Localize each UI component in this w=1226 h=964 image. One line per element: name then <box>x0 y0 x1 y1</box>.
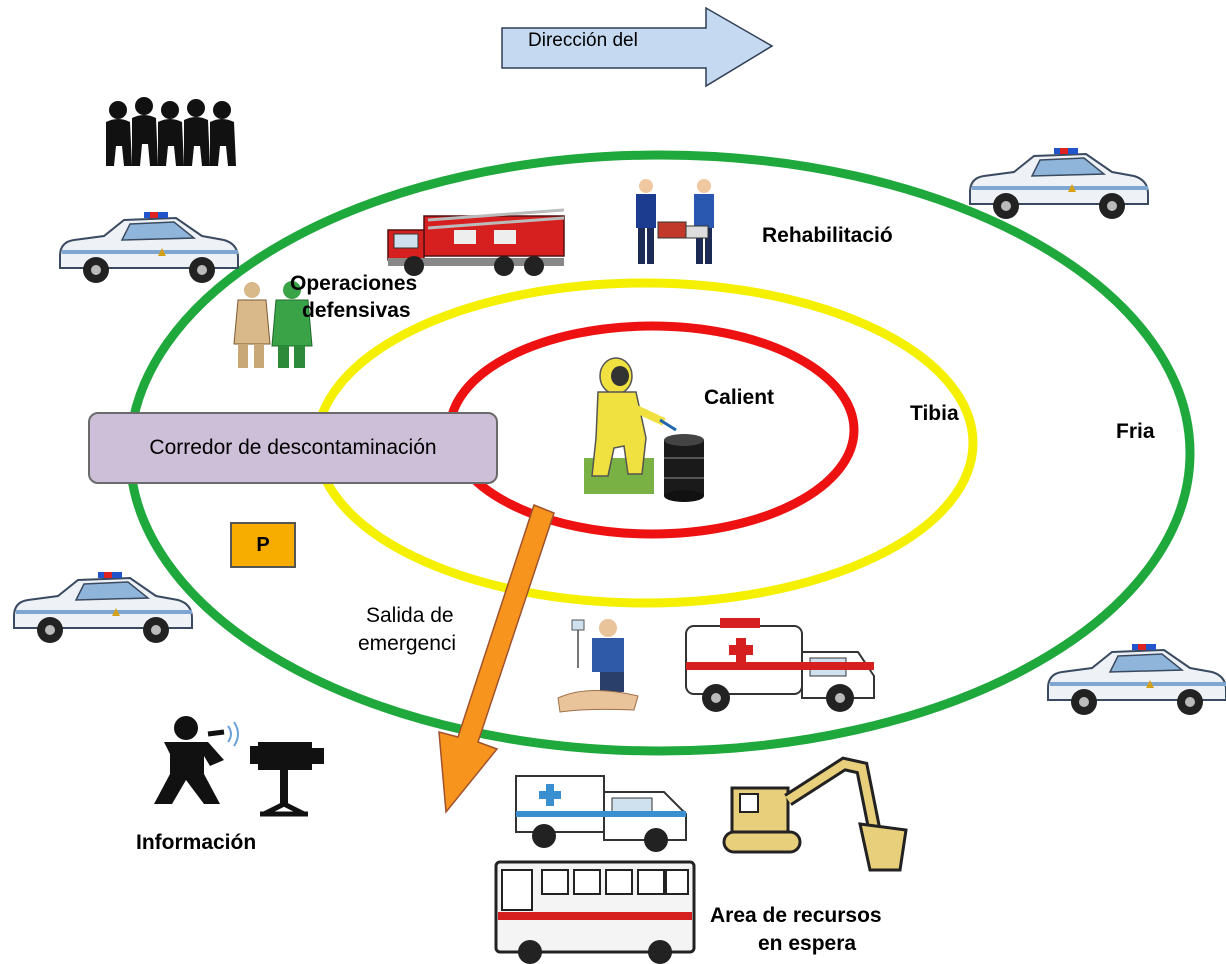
wind-direction-arrow <box>501 6 774 88</box>
parking-label: P <box>256 533 270 556</box>
defensive-ops-label-line2: defensivas <box>302 299 411 322</box>
barrel-icon <box>664 434 704 502</box>
decon-corridor-label: Corredor de descontaminación <box>149 436 437 459</box>
firefighters-icon <box>233 281 313 368</box>
fire-truck-icon <box>387 208 565 276</box>
defensive-ops-label-line1: Operaciones <box>290 272 418 295</box>
staging-area-label-line1: Area de recursos <box>710 904 882 927</box>
ambulance-icon <box>685 618 875 712</box>
hot-zone-label: Calient <box>704 386 775 409</box>
wind-direction-label: Dirección del <box>528 30 638 51</box>
tv-camera-icon <box>250 742 324 817</box>
excavator-icon <box>722 756 908 872</box>
decon-corridor-box: Corredor de descontaminación <box>88 412 498 484</box>
ambulance-icon <box>515 775 687 852</box>
bus-icon <box>494 860 696 964</box>
police-car-icon <box>58 210 240 285</box>
police-car-icon <box>1046 642 1226 717</box>
parking-box: P <box>230 522 296 568</box>
medic-icon <box>557 619 639 713</box>
police-car-icon <box>12 570 194 645</box>
exit-label-line2: emergenci <box>358 632 457 655</box>
rehab-label: Rehabilitació <box>762 224 893 247</box>
exit-label-line1: Salida de <box>366 604 454 627</box>
cold-zone-label: Fria <box>1116 420 1155 443</box>
crowd-icon <box>106 97 236 166</box>
hazmat-worker-icon <box>584 357 677 494</box>
warm-zone-label: Tibia <box>910 402 959 425</box>
emergency-exit-arrow <box>438 504 555 814</box>
paramedics-icon <box>636 179 714 264</box>
reporter-icon <box>154 716 239 804</box>
information-label: Información <box>136 831 257 854</box>
police-car-icon <box>968 146 1150 221</box>
hot-zone-ring <box>445 321 859 539</box>
staging-area-label-line2: en espera <box>758 932 857 955</box>
